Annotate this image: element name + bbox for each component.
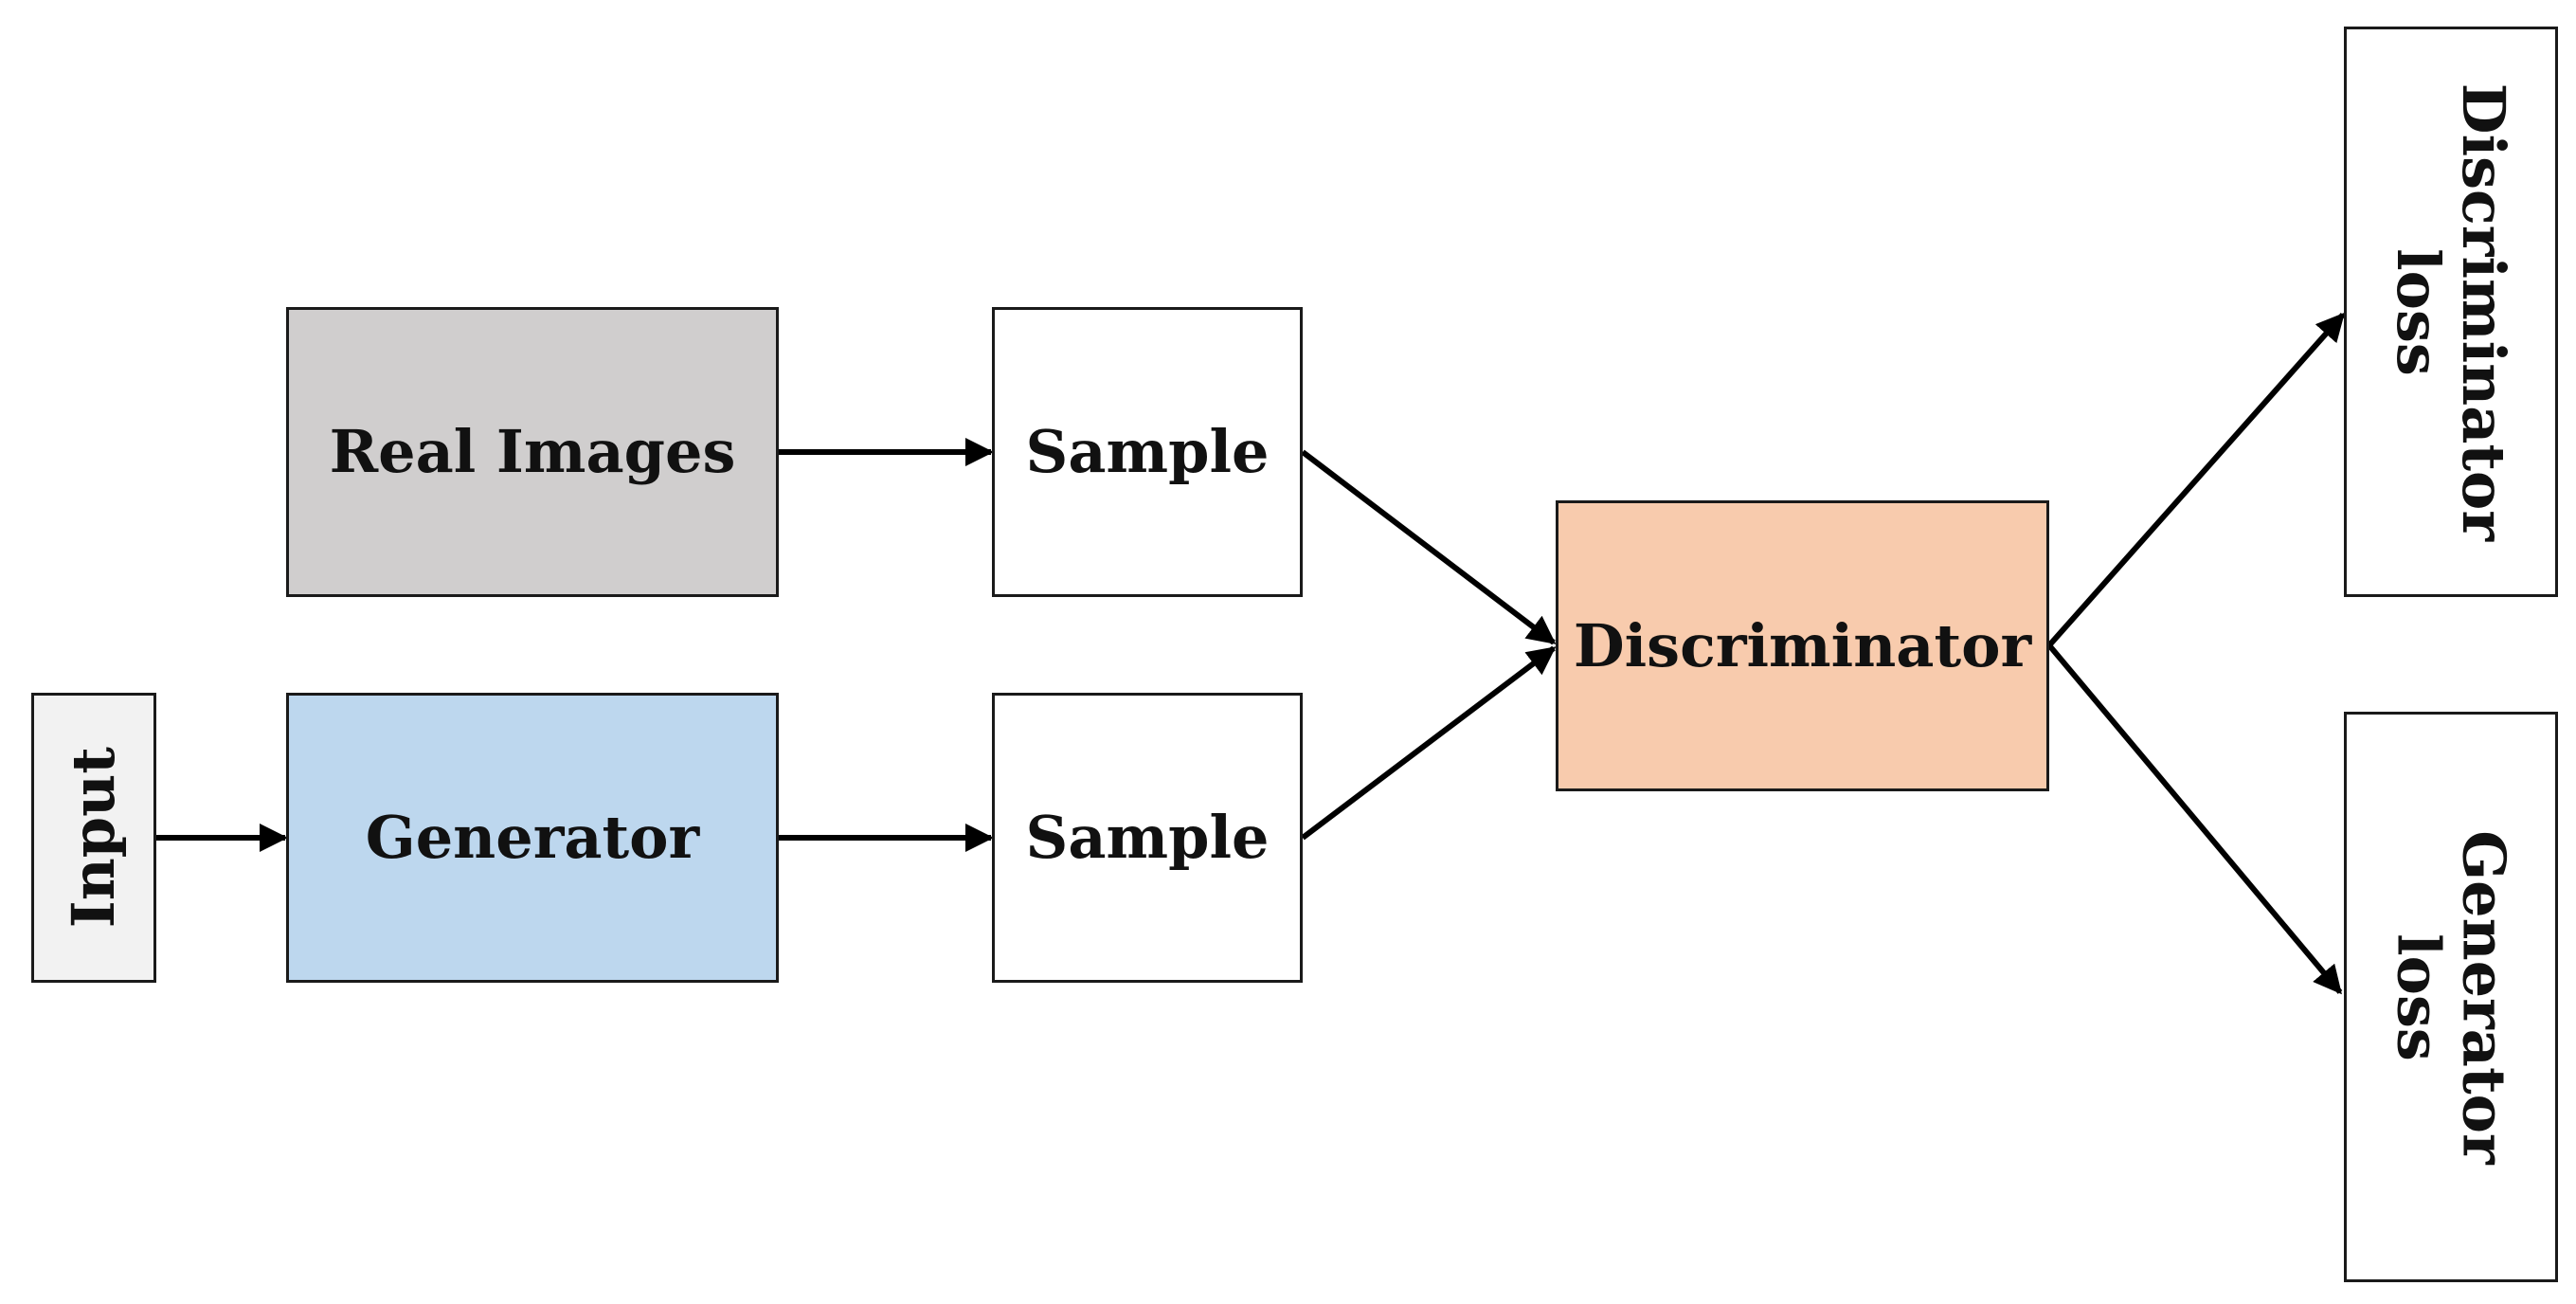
discriminator-box: Discriminator <box>1556 500 2049 791</box>
sample-real-label: Sample <box>1025 417 1270 487</box>
edge-sample-to-discriminator-bottom <box>1301 645 1557 841</box>
generator-box: Generator <box>286 693 779 983</box>
sample-fake-box: Sample <box>992 693 1303 983</box>
sample-real-box: Sample <box>992 307 1303 597</box>
real-images-box: Real Images <box>286 307 779 597</box>
real-images-label: Real Images <box>329 417 736 487</box>
generator-loss-label-group: Generator loss <box>2384 829 2519 1165</box>
generator-label: Generator <box>365 803 700 873</box>
edge-discriminator-to-discriminator-loss <box>2046 312 2346 647</box>
generator-loss-label-line1: Generator <box>2449 829 2519 1165</box>
edge-sample-to-discriminator-top <box>1301 449 1557 645</box>
edge-discriminator-to-generator-loss <box>2046 643 2343 995</box>
input-box: Input <box>31 693 156 983</box>
input-label: Input <box>59 747 129 929</box>
sample-fake-label: Sample <box>1025 803 1270 873</box>
discriminator-loss-box: Discriminator loss <box>2344 27 2558 597</box>
generator-loss-box: Generator loss <box>2344 712 2558 1282</box>
generator-loss-label-line2: loss <box>2384 933 2454 1061</box>
discriminator-loss-label-line1: Discriminator <box>2449 82 2519 541</box>
discriminator-loss-label-line2: loss <box>2384 247 2454 376</box>
discriminator-label: Discriminator <box>1573 610 2032 680</box>
discriminator-loss-label-group: Discriminator loss <box>2384 82 2519 541</box>
